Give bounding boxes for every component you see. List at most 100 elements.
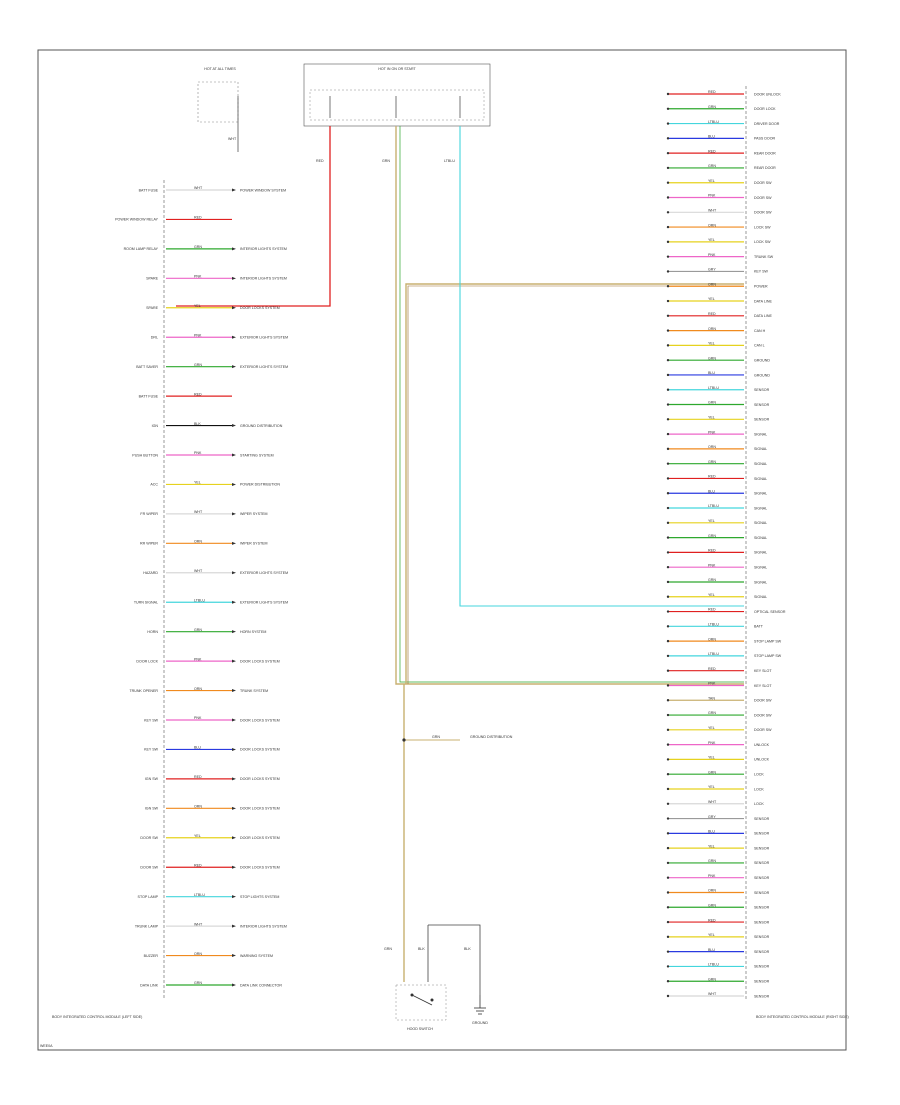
ground-label: GROUND — [472, 1021, 488, 1025]
footer-code: WEE0A — [40, 1044, 53, 1048]
right-pin-terminal — [666, 270, 670, 273]
left-pin-label: TRUNK OPENER — [129, 689, 158, 693]
right-pin-color: ORN — [708, 889, 716, 893]
left-pin-label: HORN — [147, 630, 158, 634]
right-pin-color: BLU — [708, 948, 715, 952]
left-pin-label: POWER WINDOW RELAY — [115, 218, 158, 222]
left-pin-arrow — [232, 276, 236, 280]
right-pin-label: SIGNAL — [754, 595, 767, 599]
right-pin-color: TAN — [708, 696, 715, 700]
left-pin-dest: POWER DISTRIBUTION — [240, 483, 280, 487]
right-pin-color: YEL — [708, 238, 715, 242]
left-pin-label: DOOR LOCK — [136, 659, 158, 663]
right-pin-color: LTBLU — [708, 652, 719, 656]
right-pin-terminal — [666, 654, 670, 658]
right-pin-terminal — [666, 492, 670, 495]
right-pin-color: YEL — [708, 726, 715, 730]
right-pin-color: PNK — [708, 682, 716, 686]
right-pin-label: SENSOR — [754, 846, 770, 850]
right-pin-label: SIGNAL — [754, 506, 767, 510]
left-pin-dest: DOOR LOCKS SYSTEM — [240, 718, 280, 722]
right-pin-color: RED — [708, 667, 716, 671]
right-pin-terminal — [666, 595, 670, 598]
left-pin-color: YEL — [194, 481, 201, 485]
right-pin-label: DOOR SW — [754, 196, 772, 200]
left-pin-color: LTBLU — [194, 598, 205, 602]
left-pin-dest: STARTING SYSTEM — [240, 453, 274, 457]
right-pin-label: DOOR LOCK — [754, 107, 776, 111]
left-pin-arrow — [232, 512, 236, 516]
right-pin-color: RED — [708, 90, 716, 94]
right-pin-label: LOCK SW — [754, 240, 771, 244]
left-pin-dest: HORN SYSTEM — [240, 630, 266, 634]
right-pin-label: SIGNAL — [754, 477, 767, 481]
left-pin-arrow — [232, 541, 236, 545]
right-pin-terminal — [666, 861, 670, 865]
right-pin-color: BLU — [708, 135, 715, 139]
right-pin-terminal — [666, 225, 670, 229]
right-pin-terminal — [666, 551, 670, 554]
left-pin-dest: EXTERIOR LIGHTS SYSTEM — [240, 601, 288, 605]
left-pin-color: WHT — [194, 186, 203, 190]
right-pin-label: SENSOR — [754, 906, 770, 910]
right-pin-color: GRN — [708, 534, 716, 538]
right-pin-terminal — [666, 329, 670, 332]
right-pin-color: LTBLU — [708, 963, 719, 967]
right-pin-label: SIGNAL — [754, 580, 767, 584]
right-pin-terminal — [666, 432, 670, 436]
right-pin-color: RED — [708, 149, 716, 153]
left-connector: BODY INTEGRATED CONTROL MODULE (LEFT SID… — [52, 180, 288, 1019]
right-pin-label: STOP LAMP SW — [754, 654, 782, 658]
top-wire-label-4: LTBLU — [444, 159, 455, 163]
left-connector-caption: BODY INTEGRATED CONTROL MODULE (LEFT SID… — [52, 1015, 142, 1019]
trunk-wires — [176, 126, 744, 982]
left-pin-label: FR WIPER — [140, 512, 158, 516]
right-pin-terminal — [666, 211, 670, 214]
left-pin-arrow — [232, 747, 236, 751]
left-pin-label: BATT FUSE — [139, 394, 159, 398]
left-pin-dest: POWER WINDOW SYSTEM — [240, 188, 286, 192]
right-pin-label: LOCK — [754, 787, 764, 791]
left-pin-arrow — [232, 453, 236, 457]
left-pin-label: DOOR SW — [140, 866, 158, 870]
left-pin-arrow — [232, 482, 236, 486]
right-pin-color: WHT — [708, 992, 717, 996]
left-pin-arrow — [232, 188, 236, 192]
left-pin-dest: TRUNK SYSTEM — [240, 689, 268, 693]
right-pin-terminal — [666, 122, 670, 125]
right-pin-label: SENSOR — [754, 980, 770, 984]
left-pin-color: LTBLU — [194, 893, 205, 897]
left-pin-label: ACC — [150, 483, 158, 487]
right-pin-label: SIGNAL — [754, 551, 767, 555]
left-pin-label: IGN SW — [145, 777, 159, 781]
right-pin-terminal — [666, 817, 670, 820]
right-pin-terminal — [666, 758, 670, 761]
